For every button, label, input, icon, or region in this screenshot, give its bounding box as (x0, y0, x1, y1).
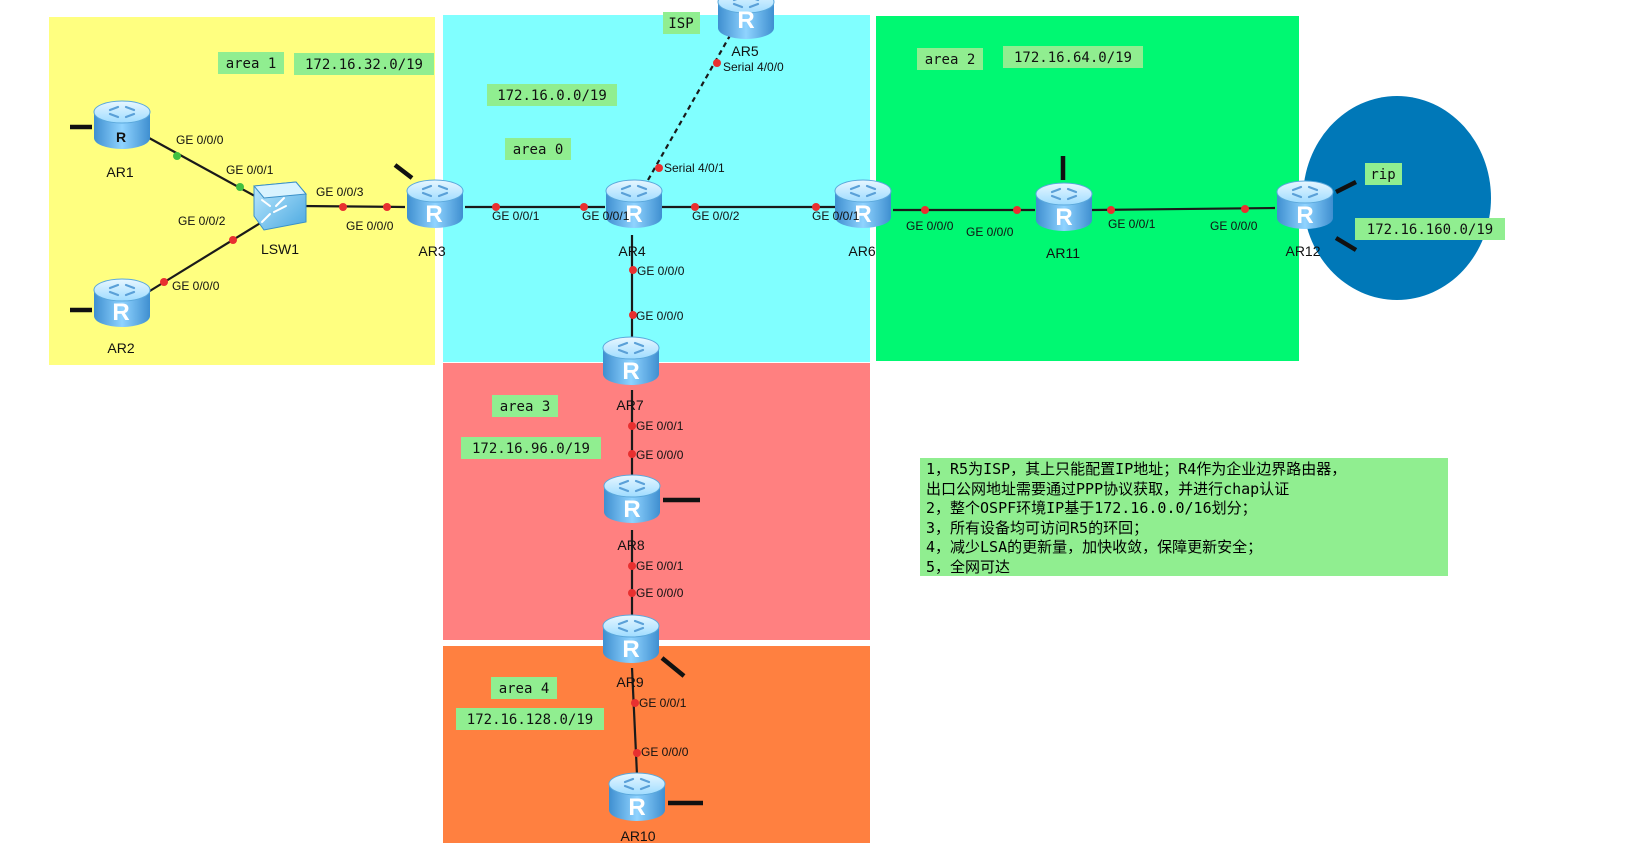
router-glyph: R (628, 794, 645, 821)
tag-rip: rip (1370, 167, 1395, 183)
link-ar2-lsw1 (139, 221, 263, 298)
note-line: 2，整个OSPF环境IP基于172.16.0.0/16划分； (926, 499, 1257, 517)
note-line: 1，R5为ISP，其上只能配置IP地址；R4作为企业边界路由器， (926, 460, 1347, 478)
tag-isp: ISP (668, 16, 693, 32)
port-label: GE 0/0/0 (176, 133, 224, 147)
port-labels: GE 0/0/0 GE 0/0/1 GE 0/0/2 GE 0/0/0 GE 0… (172, 60, 1258, 759)
router-ar11[interactable]: R (1034, 181, 1094, 233)
tag-area4-net: 172.16.128.0/19 (467, 712, 593, 728)
area-tags: ISP area 1 172.16.32.0/19 172.16.0.0/19 … (218, 12, 1505, 730)
tag-area0: area 0 (513, 142, 564, 158)
loopback-stubs (70, 124, 1358, 806)
label-ar2: AR2 (107, 340, 134, 356)
router-glyph: R (622, 358, 639, 385)
label-ar10: AR10 (620, 828, 655, 843)
port-label: GE 0/0/0 (906, 219, 954, 233)
port-label: GE 0/0/1 (582, 209, 630, 223)
port-label: Serial 4/0/1 (664, 161, 725, 175)
port-dots (160, 59, 1249, 757)
router-ar5[interactable]: R (716, 0, 776, 41)
tag-area2: area 2 (925, 52, 976, 68)
tag-area1-net: 172.16.32.0/19 (305, 57, 423, 73)
router-glyph: R (116, 129, 126, 145)
tag-area3-net: 172.16.96.0/19 (472, 441, 590, 457)
port-label: GE 0/0/0 (636, 448, 684, 462)
port-label: GE 0/0/1 (226, 163, 274, 177)
port-label: GE 0/0/2 (178, 214, 226, 228)
port-label: GE 0/0/1 (636, 559, 684, 573)
port-label: GE 0/0/0 (1210, 219, 1258, 233)
switch-lsw1[interactable] (253, 181, 307, 231)
port-label: GE 0/0/0 (641, 745, 689, 759)
label-ar3: AR3 (418, 243, 445, 259)
port-label: GE 0/0/0 (636, 309, 684, 323)
link-ar4-ar5 (647, 31, 733, 181)
router-ar12[interactable]: R (1275, 179, 1335, 231)
port-label: GE 0/0/0 (636, 586, 684, 600)
port-label: GE 0/0/1 (636, 419, 684, 433)
port-label: GE 0/0/1 (639, 696, 687, 710)
router-glyph: R (622, 636, 639, 663)
tag-area0-net: 172.16.0.0/19 (497, 88, 607, 104)
port-label: GE 0/0/0 (637, 264, 685, 278)
tag-rip-net: 172.16.160.0/19 (1367, 222, 1493, 238)
router-ar6[interactable]: R (833, 178, 893, 230)
label-lsw1: LSW1 (261, 241, 299, 257)
device-labels: AR1 AR2 LSW1 AR3 AR4 AR5 AR6 AR11 AR12 A… (106, 43, 1320, 843)
note-line: 出口公网地址需要通过PPP协议获取，并进行chap认证 (926, 479, 1290, 498)
note-line: 5，全网可达 (926, 557, 1011, 576)
link-ar9-ar10 (630, 667, 639, 776)
router-ar10[interactable]: R (607, 771, 667, 823)
label-ar7: AR7 (616, 397, 643, 413)
label-ar5: AR5 (731, 43, 758, 59)
requirements-note: 1，R5为ISP，其上只能配置IP地址；R4作为企业边界路由器， 出口公网地址需… (920, 458, 1448, 576)
router-ar1[interactable]: R (92, 99, 152, 151)
tag-area2-net: 172.16.64.0/19 (1014, 50, 1132, 66)
port-label: GE 0/0/0 (346, 219, 394, 233)
label-ar8: AR8 (617, 537, 644, 553)
label-ar12: AR12 (1285, 243, 1320, 259)
tag-area4: area 4 (499, 681, 550, 697)
router-ar7[interactable]: R (601, 335, 661, 387)
label-ar6: AR6 (848, 243, 875, 259)
port-label: Serial 4/0/0 (723, 60, 784, 74)
router-glyph: R (623, 496, 640, 523)
router-glyph: R (625, 201, 642, 228)
router-ar4[interactable]: R (604, 178, 664, 230)
router-ar2[interactable]: R (92, 277, 152, 329)
port-label: GE 0/0/0 (966, 225, 1014, 239)
router-glyph: R (1055, 204, 1072, 231)
router-glyph: R (1296, 202, 1313, 229)
router-ar8[interactable]: R (602, 473, 662, 525)
tag-area1: area 1 (226, 56, 277, 72)
port-label: GE 0/0/2 (692, 209, 740, 223)
label-ar11: AR11 (1046, 245, 1080, 261)
router-glyph: R (112, 299, 129, 326)
label-ar9: AR9 (616, 674, 643, 690)
note-line: 4，减少LSA的更新量，加快收敛，保障更新安全； (926, 538, 1263, 556)
port-label: GE 0/0/1 (1108, 217, 1156, 231)
router-glyph: R (854, 201, 871, 228)
router-glyph: R (737, 7, 754, 34)
router-ar9[interactable]: R (601, 613, 661, 665)
router-ar3[interactable]: R (405, 178, 465, 230)
port-label: GE 0/0/0 (172, 279, 220, 293)
label-ar1: AR1 (106, 164, 133, 180)
router-glyph: R (425, 201, 442, 228)
port-label: GE 0/0/1 (492, 209, 540, 223)
tag-area3: area 3 (500, 399, 551, 415)
port-label: GE 0/0/3 (316, 185, 364, 199)
port-label: GE 0/0/1 (812, 209, 860, 223)
note-line: 3，所有设备均可访问R5的环回； (926, 518, 1149, 537)
label-ar4: AR4 (618, 243, 645, 259)
